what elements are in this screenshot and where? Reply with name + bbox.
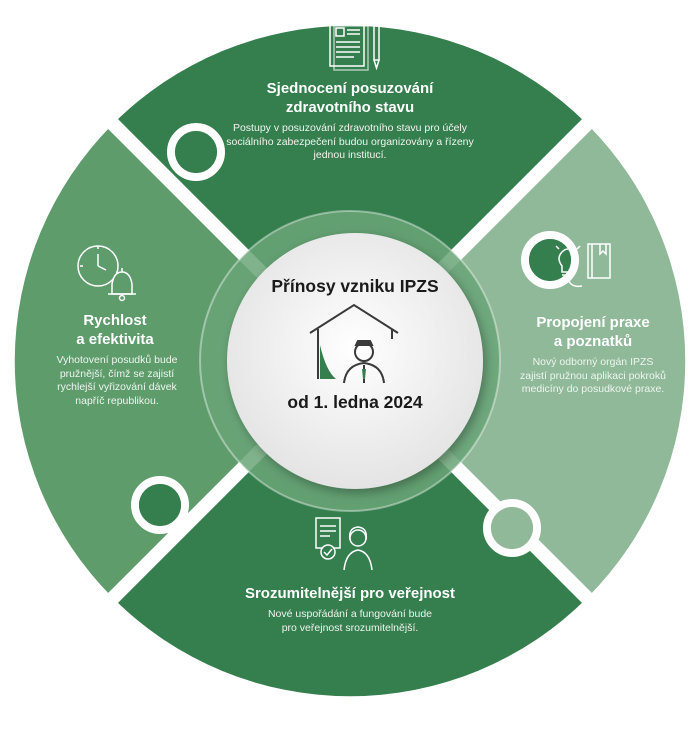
document-pencil-icon <box>329 21 380 71</box>
segment-top-description: Postupy v posuzování zdravotního stavu p… <box>226 122 474 161</box>
segment-right-description: Nový odborný orgán IPZS zajistí pružnou … <box>520 356 666 395</box>
segment-bottom-title: Srozumitelnější pro veřejnost <box>244 585 456 602</box>
segment-left-title: Rychlost a efektivita <box>76 312 154 348</box>
segment-bottom-shape <box>113 361 587 697</box>
center-title: Přínosy vzniku IPZS <box>271 276 439 296</box>
person-document-icon <box>315 517 373 571</box>
segment-left-shape <box>14 124 351 598</box>
segment-top-shape <box>113 25 587 361</box>
clock-bell-icon <box>77 245 136 302</box>
center-date: od 1. ledna 2024 <box>287 392 423 412</box>
house-doctor-icon <box>309 303 399 384</box>
segment-bottom-description: Nové uspořádání a fungování bude pro veř… <box>267 608 433 634</box>
segment-left-description: Vyhotovení posudků bude pružnější, čímž … <box>56 354 178 407</box>
segment-right-title: Propojení praxe a poznatků <box>536 314 650 350</box>
segment-right-shape <box>350 124 686 598</box>
segment-top-title: Sjednocení posuzování zdravotního stavu <box>266 80 434 116</box>
center-disc <box>227 233 483 489</box>
lightbulb-book-icon <box>555 242 611 288</box>
